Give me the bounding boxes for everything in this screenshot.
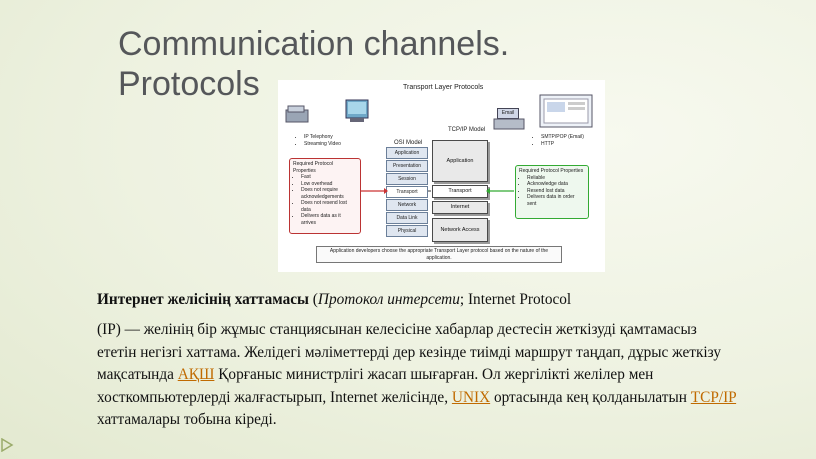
right-property-item: Delivers data in order sent (527, 194, 585, 207)
osi-layer: Network (386, 199, 428, 211)
intro-paragraph: Интернет желісінің хаттамасы (Протокол и… (97, 289, 737, 312)
left-property-item: Does not resend lost data (301, 200, 357, 213)
diagram-note: Application developers choose the approp… (316, 246, 562, 263)
osi-model-title: OSI Model (394, 140, 423, 146)
text-span: ; Internet Protocol (459, 291, 572, 308)
left-property-item: Delivers data as it arrives (301, 213, 357, 226)
text-span: Қорғаныс министрлігі жасап шығарған. Ол … (97, 366, 654, 406)
usa-link[interactable]: АҚШ (177, 366, 215, 383)
osi-layer: Transport (386, 186, 428, 198)
term-italic: Протокол интерсети (317, 291, 460, 308)
osi-layer: Data Link (386, 212, 428, 224)
slide-title: Communication channels. Protocols (118, 24, 588, 104)
left-property-item: Fast (301, 174, 357, 181)
right-protocol-properties-box: Required Protocol Properties Reliable Ac… (515, 165, 589, 219)
osi-layer: Session (386, 173, 428, 185)
slide-title-line2: Protocols (118, 65, 260, 103)
tcpip-layer: Application (432, 140, 488, 182)
right-box-title: Required Protocol Properties (519, 168, 584, 174)
osi-layer: Physical (386, 225, 428, 237)
left-devices-icon (285, 99, 369, 123)
left-property-item: Low overhead (301, 181, 357, 188)
right-property-item: Resend lost data (527, 188, 585, 195)
slide-marker-icon (1, 438, 14, 452)
right-property-item: Reliable (527, 175, 585, 182)
left-protocol-properties-box: Required Protocol Properties Fast Low ov… (289, 158, 361, 234)
body-paragraph: (IP) — желінің бір жұмыс станциясынан ке… (97, 319, 737, 432)
unix-link[interactable]: UNIX (451, 388, 491, 406)
left-app-item: Streaming Video (304, 141, 376, 148)
tcpip-layer: Internet (432, 201, 488, 214)
right-app-item: HTTP (541, 141, 603, 148)
osi-layer: Application (386, 147, 428, 159)
diagram-arrows (361, 188, 514, 194)
diagram-title: Transport Layer Protocols (403, 84, 484, 91)
tcpip-model-title: TCP/IP Model (448, 127, 486, 133)
text-span: ( (308, 291, 318, 308)
left-app-item: IP Telephony (304, 134, 376, 141)
text-span: (IP) — желінің бір жұмыс станциясынан ке… (97, 321, 722, 383)
right-devices-icon (493, 94, 593, 130)
tcpip-link[interactable]: TCP/IP (690, 388, 737, 406)
text-span: хаттамалары тобына кіреді. (97, 411, 277, 428)
right-app-item: SMTP/POP (Email) (541, 134, 603, 141)
osi-layer: Presentation (386, 160, 428, 172)
text-span: ортасында кең қолданылатын (490, 388, 691, 406)
term-bold: Интернет желісінің хаттамасы (97, 291, 309, 308)
tcpip-layer: Network Access (432, 218, 488, 242)
left-property-item: Does not require acknowledgements (301, 187, 357, 200)
slide-title-line1: Communication channels. (118, 25, 510, 63)
left-apps-list: IP Telephony Streaming Video (296, 134, 376, 147)
left-box-title: Required Protocol Properties (293, 161, 334, 174)
transport-layer-diagram: Transport Layer Protocols IP Telephony S… (278, 80, 605, 272)
right-property-item: Acknowledge data (527, 181, 585, 188)
right-apps-list: SMTP/POP (Email) HTTP (533, 134, 603, 147)
